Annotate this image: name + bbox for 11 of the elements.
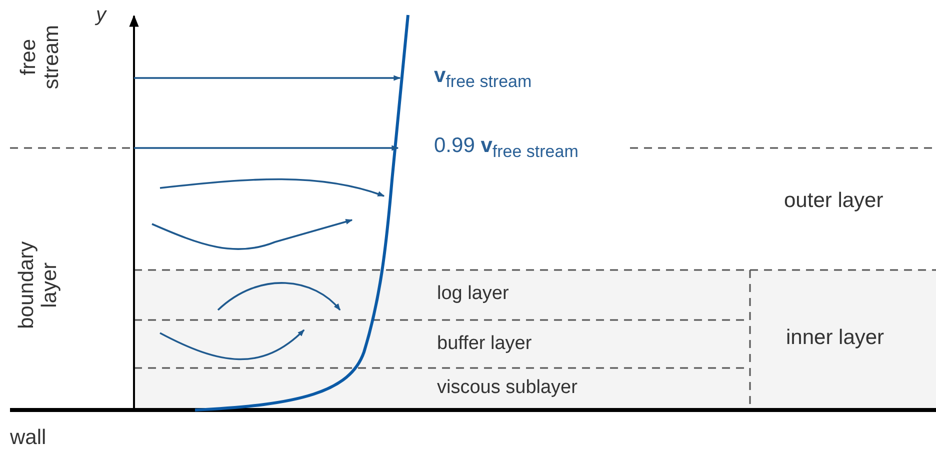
velocity-label: v$_{free stream}$ — [434, 64, 532, 92]
layer-label: inner layer — [786, 326, 884, 350]
axis-label: y — [96, 4, 106, 26]
layer-label: buffer layer — [437, 334, 532, 355]
layer-label: outer layer — [784, 189, 884, 212]
region-label: free stream — [16, 24, 64, 92]
wall-label: wall — [10, 426, 46, 450]
layer-label: viscous sublayer — [437, 378, 578, 399]
velocity-label: 0.99 v$_{free stream}$ — [434, 134, 578, 162]
layer-label: log layer — [437, 284, 509, 305]
region-label: boundary layer — [14, 240, 62, 331]
